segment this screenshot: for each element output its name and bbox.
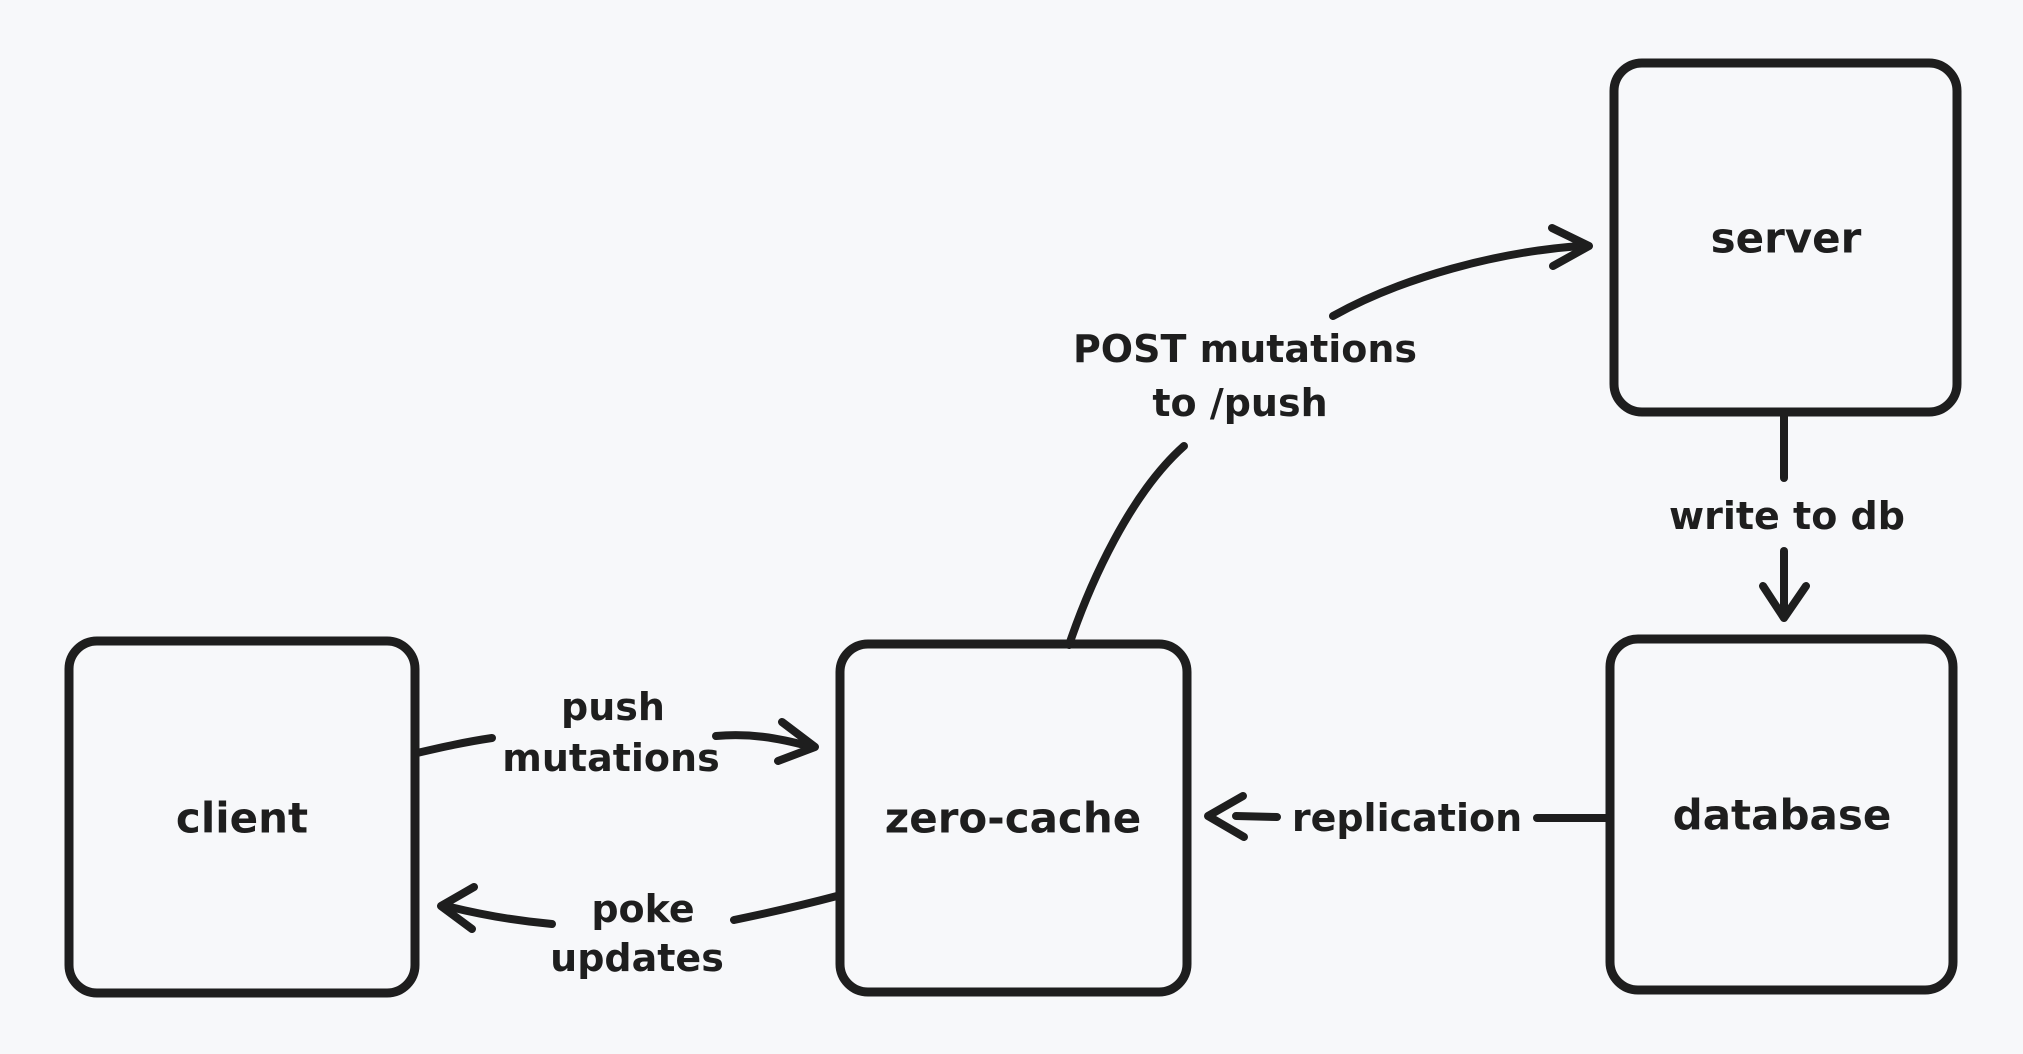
post-mutations-label-line1: POST mutations: [1073, 327, 1417, 371]
client-box[interactable]: [64, 636, 420, 998]
edge-write-to-db: write to db: [1669, 410, 1905, 622]
write-to-db-label: write to db: [1669, 494, 1905, 538]
client-label: client: [176, 794, 308, 843]
push-mutations-arrowhead-icon: [774, 718, 819, 765]
server-label: server: [1711, 214, 1862, 263]
zero-cache-label: zero-cache: [885, 794, 1141, 843]
edge-poke-updates: poke updates: [437, 883, 841, 980]
post-mutations-arrowhead-icon: [1548, 224, 1593, 270]
database-label: database: [1673, 791, 1892, 840]
node-zero-cache: zero-cache: [835, 639, 1192, 997]
zero-cache-box[interactable]: [835, 639, 1192, 997]
push-mutations-label-line1: push: [561, 685, 665, 729]
write-to-db-arrowhead-icon: [1759, 582, 1810, 622]
post-mutations-line-end[interactable]: [1329, 242, 1584, 320]
poke-updates-line-end[interactable]: [446, 903, 556, 928]
edge-replication: replication: [1204, 792, 1611, 841]
post-mutations-line-start[interactable]: [1065, 442, 1188, 649]
poke-updates-line-start[interactable]: [730, 892, 841, 924]
replication-label: replication: [1292, 796, 1522, 840]
poke-updates-label-line2: updates: [550, 936, 724, 980]
database-box[interactable]: [1605, 634, 1958, 995]
node-client: client: [64, 636, 420, 998]
replication-arrowhead-icon: [1204, 792, 1248, 841]
node-database: database: [1605, 634, 1958, 995]
push-mutations-line-end[interactable]: [712, 731, 812, 750]
edge-push-mutations: push mutations: [413, 685, 819, 780]
post-mutations-label-line2: to /push: [1152, 381, 1327, 425]
push-mutations-label-line2: mutations: [502, 736, 719, 780]
edge-post-mutations: POST mutations to /push: [1065, 224, 1593, 649]
poke-updates-label-line1: poke: [591, 887, 694, 931]
push-mutations-line-start[interactable]: [413, 734, 496, 757]
replication-line-end[interactable]: [1232, 812, 1281, 821]
node-server: server: [1609, 58, 1962, 417]
poke-updates-arrowhead-icon: [437, 883, 478, 933]
